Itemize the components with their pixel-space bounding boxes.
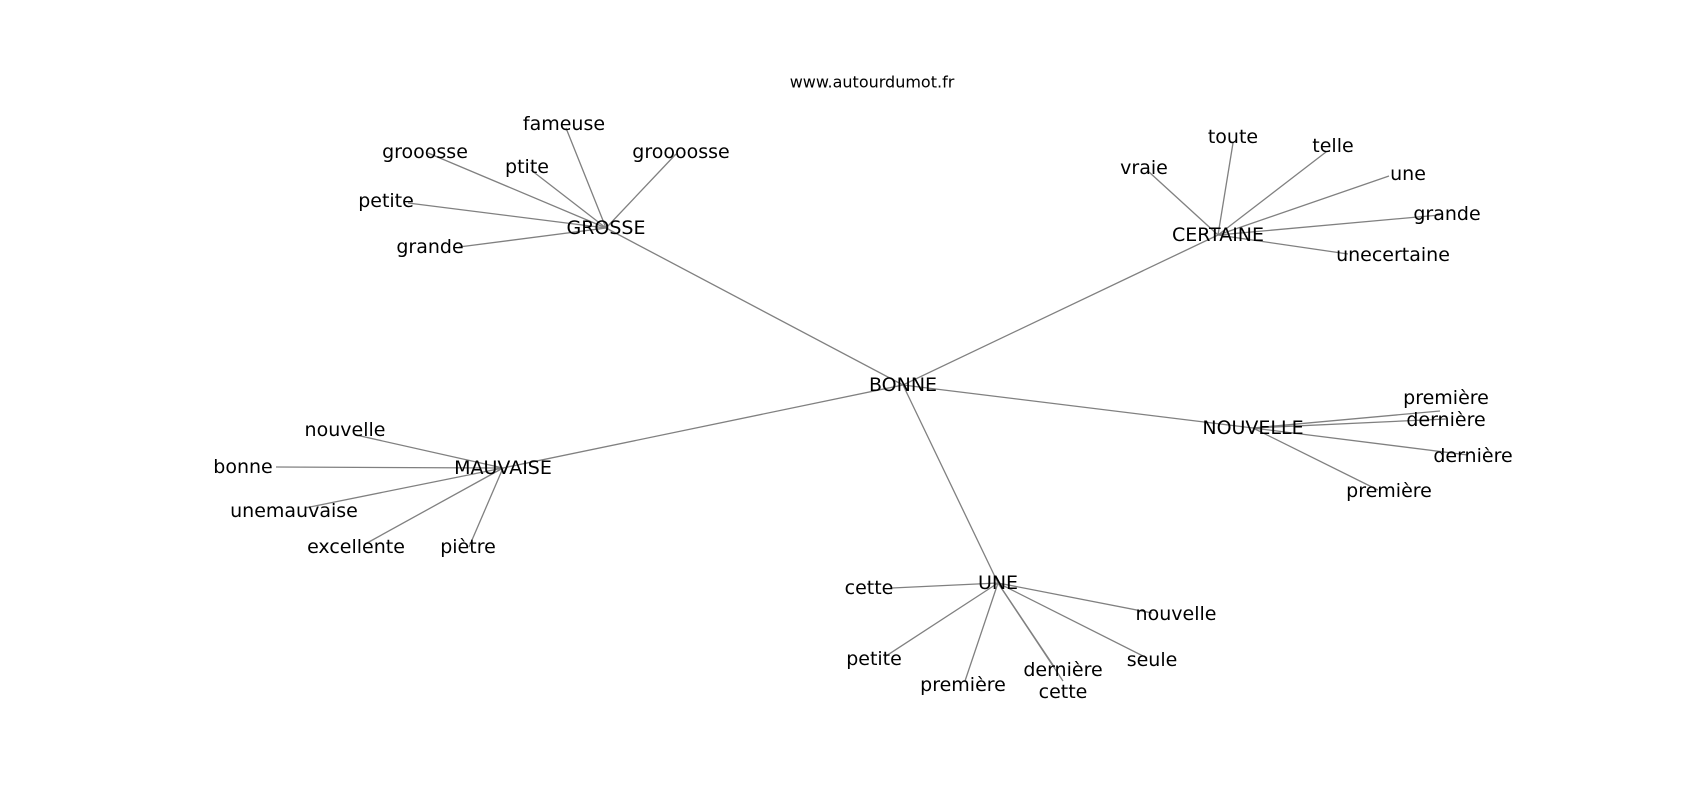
- leaf-node-label: grande: [396, 236, 463, 258]
- leaf-node-label: toute: [1208, 126, 1258, 148]
- edge-certaine-leaf: [1148, 171, 1219, 236]
- edge-grosse-leaf: [427, 152, 607, 229]
- edge-grosse-leaf: [530, 169, 607, 229]
- edge-center-grosse: [605, 227, 904, 386]
- edge-nouvelle-leaf: [1252, 427, 1469, 456]
- edge-mauvaise-leaf: [468, 467, 504, 548]
- leaf-node-label: grooosse: [382, 141, 468, 163]
- edge-certaine-leaf: [1217, 175, 1390, 236]
- edge-une-leaf: [885, 582, 999, 657]
- leaf-node-label: nouvelle: [1136, 603, 1217, 625]
- edge-grosse-leaf: [458, 227, 607, 248]
- edge-une-leaf: [997, 582, 1064, 682]
- leaf-node-label: groooosse: [632, 141, 729, 163]
- leaf-node-label: dernière: [1023, 659, 1102, 681]
- edge-certaine-leaf: [1217, 142, 1234, 236]
- edge-nouvelle-leaf: [1252, 427, 1379, 491]
- leaf-node-label: première: [920, 674, 1006, 696]
- edge-certaine-leaf: [1217, 151, 1327, 236]
- leaf-node-label: première: [1403, 387, 1489, 409]
- edge-mauvaise-leaf: [355, 434, 504, 469]
- edge-center-mauvaise: [502, 384, 904, 469]
- edge-une-leaf: [964, 582, 999, 682]
- graph-labels: BONNE GROSSE fameuse grooosse ptite groooosse…: [213, 113, 1512, 703]
- leaf-node-label: cette: [1039, 681, 1088, 703]
- leaf-node-label: cette: [845, 577, 894, 599]
- leaf-node-label: petite: [358, 190, 414, 212]
- leaf-node-label: ptite: [505, 156, 549, 178]
- hub-node-label-mauvaise: MAUVAISE: [454, 457, 552, 479]
- edge-mauvaise-leaf: [304, 467, 504, 509]
- edge-une-leaf: [891, 582, 999, 589]
- hub-node-label-nouvelle: NOUVELLE: [1202, 417, 1303, 439]
- leaf-node-label: première: [1346, 480, 1432, 502]
- leaf-node-label: telle: [1312, 135, 1353, 157]
- leaf-node-label: excellente: [307, 536, 405, 558]
- leaf-node-label: unemauvaise: [230, 500, 358, 522]
- leaf-node-label: grande: [1413, 203, 1480, 225]
- edge-grosse-leaf: [605, 153, 677, 229]
- edge-certaine-leaf: [1217, 234, 1349, 255]
- site-url[interactable]: www.autourdumot.fr: [790, 73, 955, 92]
- edge-mauvaise-leaf: [275, 466, 504, 469]
- edge-center-une: [902, 384, 999, 584]
- edge-certaine-leaf: [1217, 214, 1441, 236]
- center-node-label: BONNE: [869, 374, 937, 396]
- edge-grosse-leaf: [407, 202, 607, 229]
- edge-nouvelle-leaf: [1252, 418, 1447, 429]
- edge-nouvelle-leaf: [1252, 410, 1441, 429]
- leaf-node-label: petite: [846, 648, 902, 670]
- leaf-node-label: nouvelle: [305, 419, 386, 441]
- leaf-node-label: piètre: [440, 536, 496, 558]
- edge-une-leaf: [997, 582, 1148, 659]
- graph-edges: [275, 127, 1469, 682]
- edge-une-leaf: [997, 582, 1153, 614]
- leaf-node-label: vraie: [1120, 157, 1168, 179]
- hub-node-label-certaine: CERTAINE: [1172, 224, 1264, 246]
- hub-node-label-grosse: GROSSE: [566, 217, 645, 239]
- leaf-node-label: dernière: [1433, 445, 1512, 467]
- edge-center-certaine: [902, 234, 1219, 386]
- leaf-node-label: dernière: [1406, 409, 1485, 431]
- edge-center-nouvelle: [902, 384, 1254, 429]
- leaf-node-label: bonne: [213, 456, 272, 478]
- leaf-node-label: fameuse: [523, 113, 605, 135]
- leaf-node-label: seule: [1127, 649, 1178, 671]
- hub-node-label-une: UNE: [978, 572, 1018, 594]
- leaf-node-label: unecertaine: [1336, 244, 1450, 266]
- edge-mauvaise-leaf: [366, 467, 504, 544]
- edge-grosse-leaf: [565, 127, 607, 229]
- leaf-node-label: une: [1390, 163, 1426, 185]
